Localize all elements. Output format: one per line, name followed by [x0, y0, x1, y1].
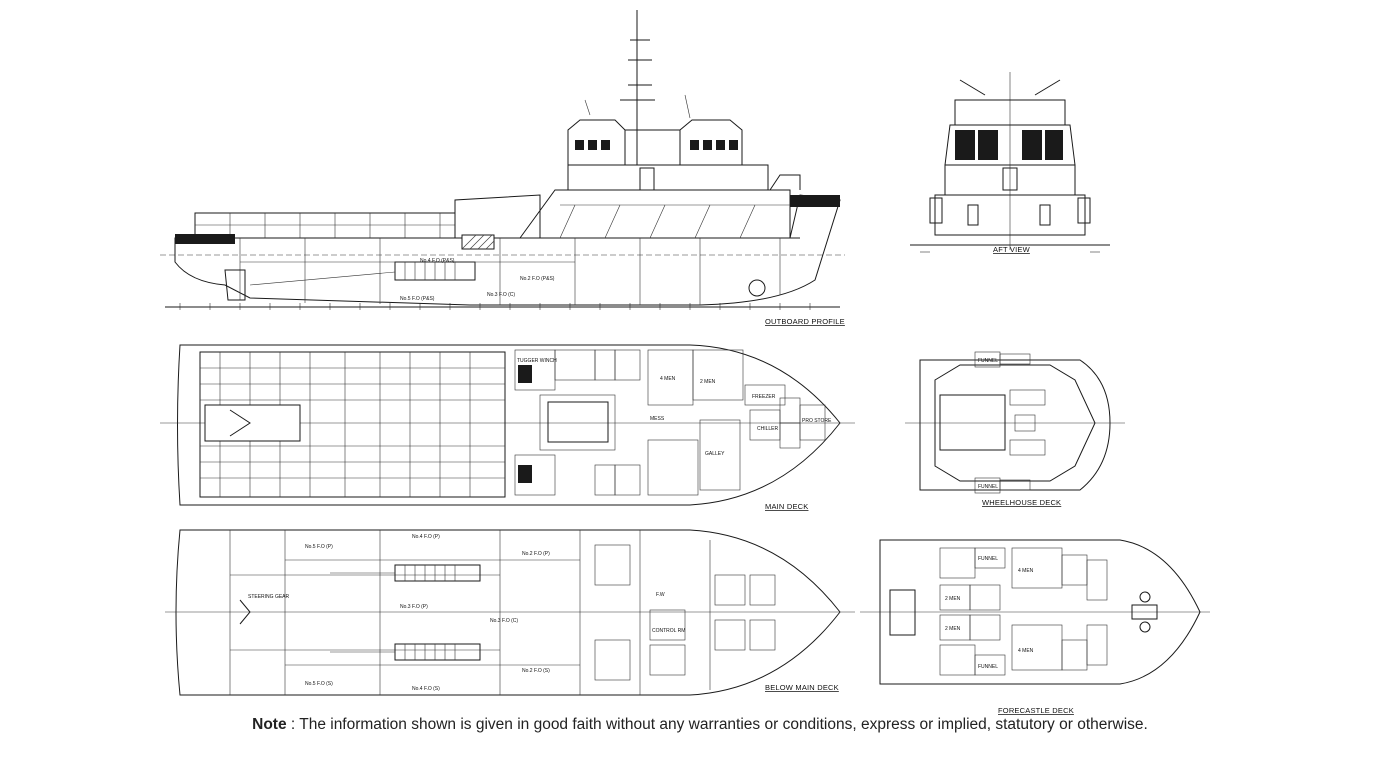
main-deck-room-label: GALLEY — [705, 451, 725, 457]
main-deck-room-label: CHILLER — [757, 426, 779, 432]
forecastle-room-label: 4 MEN — [1018, 568, 1034, 574]
below-deck-tank-label: No.4 F.O (S) — [412, 686, 440, 692]
wheelhouse-deck-title: WHEELHOUSE DECK — [982, 498, 1061, 507]
main-deck-room-label: 2 MEN — [700, 379, 716, 385]
forecastle-room-label: 2 MEN — [945, 596, 961, 602]
below-deck-room-label: F.W — [656, 592, 665, 598]
profile-tank-label: No.3 F.O (C) — [487, 292, 515, 298]
below-deck-room-label: STEERING GEAR — [248, 594, 290, 600]
profile-tank-label: No.5 F.O (P&S) — [400, 296, 435, 302]
forecastle-room-label: 4 MEN — [1018, 648, 1034, 654]
below-deck-room-label: CONTROL RM — [652, 628, 685, 634]
profile-tank-label: No.2 F.O (P&S) — [520, 276, 555, 282]
aft-view: AFT VIEW — [910, 72, 1110, 254]
forecastle-room-label: 2 MEN — [945, 626, 961, 632]
forecastle-room-label: FUNNEL — [978, 664, 998, 670]
note-label: Note — [252, 716, 287, 733]
main-deck-room-label: FREEZER — [752, 394, 776, 400]
main-deck-plan: TUGGER WINCH MESS GALLEY FREEZER CHILLER… — [160, 344, 855, 511]
aft-view-title: AFT VIEW — [993, 245, 1031, 254]
wheelhouse-deck-plan: FUNNEL FUNNEL WHEELHOUSE DECK — [905, 351, 1125, 507]
main-deck-room-label: TUGGER WINCH — [517, 358, 557, 364]
forecastle-deck-title: FORECASTLE DECK — [998, 706, 1074, 715]
outboard-profile-view: No.5 F.O (P&S) No.3 F.O (C) No.2 F.O (P&… — [160, 10, 845, 326]
below-main-deck-plan: No.5 F.O (P) No.5 F.O (S) No.4 F.O (P) N… — [165, 529, 855, 696]
below-deck-tank-label: No.5 F.O (P) — [305, 544, 333, 550]
forecastle-deck-plan: 4 MEN 4 MEN 2 MEN 2 MEN FUNNEL FUNNEL FO… — [860, 539, 1210, 715]
main-deck-room-label: MESS — [650, 416, 665, 422]
below-deck-tank-label: No.2 F.O (S) — [522, 668, 550, 674]
main-deck-room-label: 4 MEN — [660, 376, 676, 382]
note-text: : The information shown is given in good… — [286, 716, 1148, 733]
profile-tank-label: No.4 F.O (P&S) — [420, 258, 455, 264]
below-deck-tank-label: No.3 F.O (P) — [400, 604, 428, 610]
below-deck-tank-label: No.4 F.O (P) — [412, 534, 440, 540]
wheelhouse-room-label: FUNNEL — [978, 358, 998, 364]
below-deck-tank-label: No.2 F.O (P) — [522, 551, 550, 557]
disclaimer-note: Note : The information shown is given in… — [0, 716, 1400, 734]
main-deck-title: MAIN DECK — [765, 502, 808, 511]
outboard-profile-title: OUTBOARD PROFILE — [765, 317, 845, 326]
below-deck-tank-label: No.3 F.O (C) — [490, 618, 518, 624]
below-main-deck-title: BELOW MAIN DECK — [765, 683, 839, 692]
main-deck-room-label: PRO STORE — [802, 418, 832, 424]
wheelhouse-room-label: FUNNEL — [978, 484, 998, 490]
forecastle-room-label: FUNNEL — [978, 556, 998, 562]
below-deck-tank-label: No.5 F.O (S) — [305, 681, 333, 687]
